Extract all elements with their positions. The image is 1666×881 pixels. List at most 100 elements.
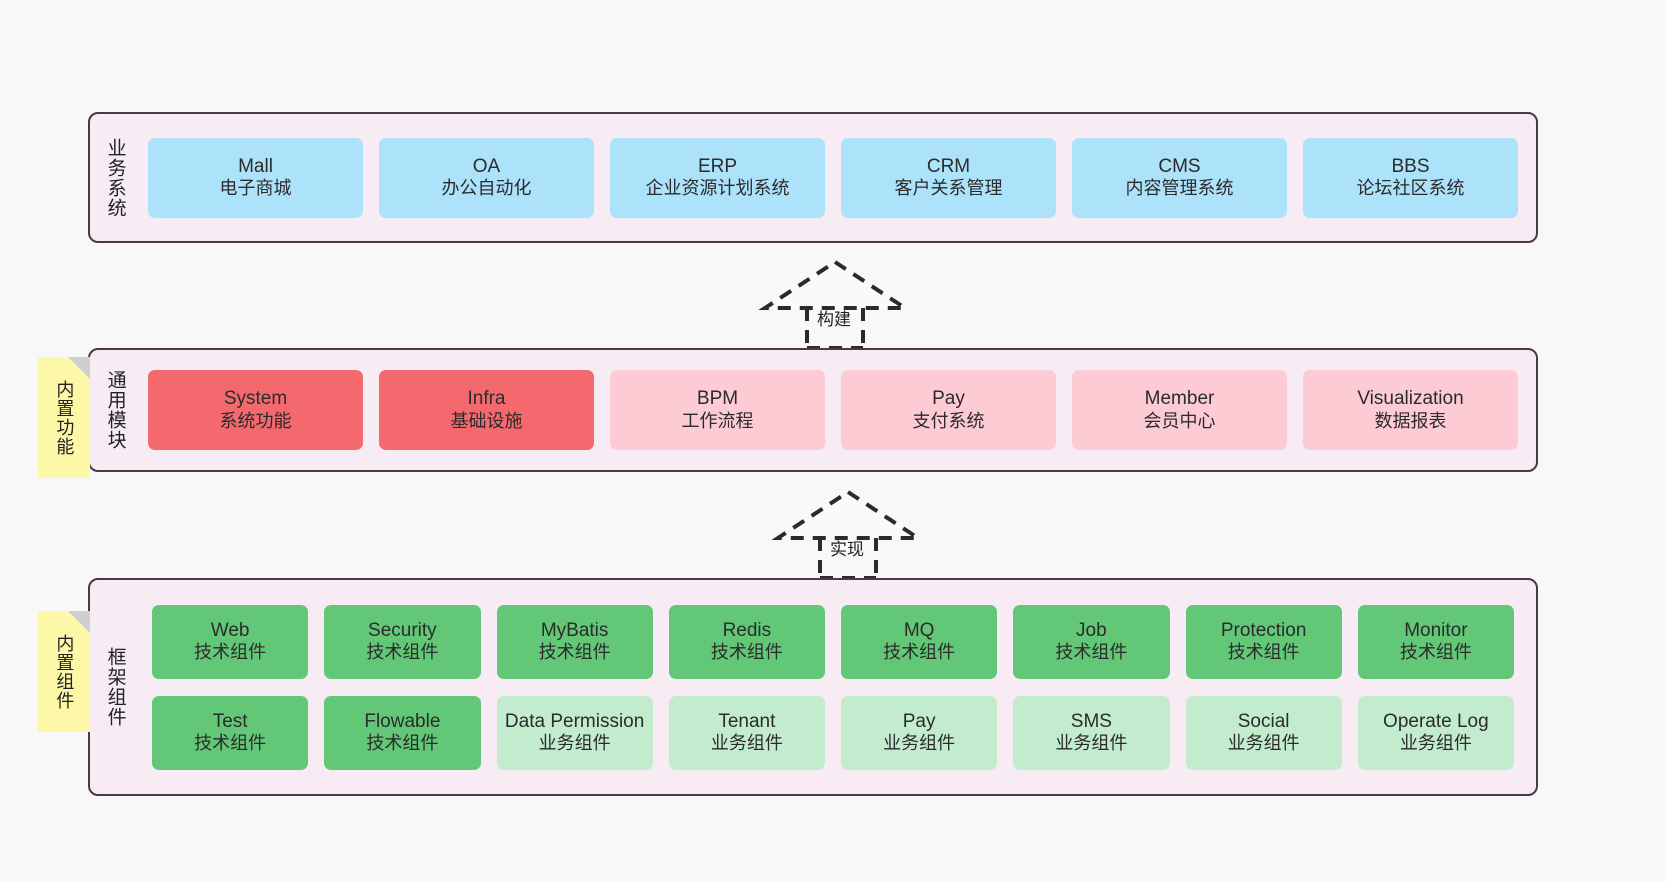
card-protection[interactable]: Protection 技术组件 — [1185, 604, 1342, 679]
card-title: MyBatis — [540, 619, 609, 641]
card-subtitle: 技术组件 — [366, 733, 439, 754]
card-title: Tenant — [718, 710, 776, 732]
card-subtitle: 系统功能 — [219, 410, 292, 431]
card-subtitle: 企业资源计划系统 — [645, 178, 790, 199]
card-security[interactable]: Security 技术组件 — [324, 604, 481, 679]
card-title: ERP — [697, 155, 738, 177]
card-title: SMS — [1070, 710, 1112, 732]
card-operate-log[interactable]: Operate Log 业务组件 — [1357, 695, 1514, 770]
card-subtitle: 业务组件 — [538, 733, 611, 754]
card-member[interactable]: Member 会员中心 — [1072, 370, 1287, 450]
card-title: BBS — [1391, 155, 1430, 177]
layer-label-framework-component: 框架组件 — [104, 647, 126, 727]
card-pay-component[interactable]: Pay 业务组件 — [841, 695, 998, 770]
card-title: Infra — [467, 388, 506, 410]
card-data-permission[interactable]: Data Permission 业务组件 — [496, 695, 653, 770]
card-redis[interactable]: Redis 技术组件 — [668, 604, 825, 679]
card-subtitle: 基础设施 — [450, 410, 523, 431]
card-system[interactable]: System 系统功能 — [148, 370, 363, 450]
card-monitor[interactable]: Monitor 技术组件 — [1357, 604, 1514, 679]
card-subtitle: 电子商城 — [219, 178, 292, 199]
sticky-note-text: 内置功能 — [54, 379, 75, 456]
sticky-note-text: 内置组件 — [54, 633, 75, 710]
sticky-note-builtin-function: 内置功能 — [38, 357, 90, 478]
card-title: BPM — [696, 388, 739, 410]
card-subtitle: 技术组件 — [710, 642, 783, 663]
card-subtitle: 技术组件 — [883, 642, 956, 663]
card-tenant[interactable]: Tenant 业务组件 — [668, 695, 825, 770]
connector-build-label: 构建 — [817, 310, 851, 329]
card-subtitle: 客户关系管理 — [894, 178, 1003, 199]
card-sms[interactable]: SMS 业务组件 — [1013, 695, 1170, 770]
card-title: Security — [368, 619, 437, 641]
card-title: Social — [1237, 710, 1290, 732]
card-cms[interactable]: CMS 内容管理系统 — [1072, 137, 1287, 218]
card-title: Visualization — [1357, 388, 1464, 410]
card-subtitle: 业务组件 — [1055, 733, 1128, 754]
card-subtitle: 支付系统 — [912, 410, 985, 431]
card-row-tech-components: Web 技术组件 Security 技术组件 MyBatis 技术组件 Redi… — [144, 604, 1522, 679]
card-subtitle: 业务组件 — [710, 733, 783, 754]
card-flowable[interactable]: Flowable 技术组件 — [324, 695, 481, 770]
layer-label-business-system: 业务系统 — [104, 137, 126, 218]
card-row-business-components: Test 技术组件 Flowable 技术组件 Data Permission … — [144, 695, 1522, 770]
card-job[interactable]: Job 技术组件 — [1013, 604, 1170, 679]
layer-framework-component: 框架组件 Web 技术组件 Security 技术组件 MyBatis 技术组件… — [88, 578, 1538, 796]
card-test[interactable]: Test 技术组件 — [152, 695, 309, 770]
card-title: Redis — [722, 619, 772, 641]
connector-build: 构建 — [755, 258, 915, 350]
card-title: Pay — [932, 388, 965, 410]
card-title: Job — [1076, 619, 1107, 641]
card-title: System — [223, 388, 288, 410]
card-subtitle: 论坛社区系统 — [1356, 178, 1465, 199]
card-title: CRM — [926, 155, 971, 177]
card-title: Operate Log — [1383, 710, 1489, 732]
page-fold-icon — [68, 357, 90, 379]
card-title: OA — [472, 155, 501, 177]
card-subtitle: 技术组件 — [1055, 642, 1128, 663]
card-oa[interactable]: OA 办公自动化 — [379, 137, 594, 218]
card-bpm[interactable]: BPM 工作流程 — [610, 370, 825, 450]
card-subtitle: 数据报表 — [1374, 410, 1447, 431]
card-pay-module[interactable]: Pay 支付系统 — [841, 370, 1056, 450]
card-title: Test — [212, 710, 248, 732]
card-web[interactable]: Web 技术组件 — [152, 604, 309, 679]
connector-implement-arrow — [771, 489, 925, 580]
card-subtitle: 业务组件 — [883, 733, 956, 754]
card-subtitle: 技术组件 — [194, 642, 267, 663]
card-title: Mall — [238, 155, 273, 177]
card-bbs[interactable]: BBS 论坛社区系统 — [1303, 137, 1518, 218]
layer-common-module: 通用模块 System 系统功能 Infra 基础设施 BPM 工作流程 Pay… — [88, 348, 1538, 472]
card-title: Flowable — [364, 710, 441, 732]
card-visualization[interactable]: Visualization 数据报表 — [1303, 370, 1518, 450]
card-subtitle: 技术组件 — [538, 642, 611, 663]
card-title: Member — [1144, 388, 1215, 410]
card-title: Protection — [1220, 619, 1307, 641]
card-social[interactable]: Social 业务组件 — [1185, 695, 1342, 770]
card-mq[interactable]: MQ 技术组件 — [841, 604, 998, 679]
card-crm[interactable]: CRM 客户关系管理 — [841, 137, 1056, 218]
card-subtitle: 技术组件 — [366, 642, 439, 663]
connector-implement: 实现 — [768, 488, 928, 580]
card-subtitle: 技术组件 — [194, 733, 267, 754]
card-title: Pay — [902, 710, 936, 732]
card-title: Data Permission — [504, 710, 645, 732]
card-title: Monitor — [1404, 619, 1468, 641]
card-subtitle: 工作流程 — [681, 410, 754, 431]
card-subtitle: 内容管理系统 — [1125, 178, 1234, 199]
layer-label-common-module: 通用模块 — [104, 370, 126, 450]
card-mybatis[interactable]: MyBatis 技术组件 — [496, 604, 653, 679]
card-infra[interactable]: Infra 基础设施 — [379, 370, 594, 450]
card-grid-framework-component: Web 技术组件 Security 技术组件 MyBatis 技术组件 Redi… — [140, 580, 1536, 794]
page-fold-icon — [68, 611, 90, 633]
card-row-business-system: Mall 电子商城 OA 办公自动化 ERP 企业资源计划系统 CRM 客户关系… — [140, 114, 1536, 241]
card-title: CMS — [1158, 155, 1201, 177]
card-mall[interactable]: Mall 电子商城 — [148, 137, 363, 218]
card-title: MQ — [903, 619, 935, 641]
card-subtitle: 业务组件 — [1227, 733, 1300, 754]
layer-business-system: 业务系统 Mall 电子商城 OA 办公自动化 ERP 企业资源计划系统 CRM… — [88, 112, 1538, 243]
card-row-common-module: System 系统功能 Infra 基础设施 BPM 工作流程 Pay 支付系统… — [140, 350, 1536, 470]
card-subtitle: 业务组件 — [1399, 733, 1472, 754]
card-erp[interactable]: ERP 企业资源计划系统 — [610, 137, 825, 218]
